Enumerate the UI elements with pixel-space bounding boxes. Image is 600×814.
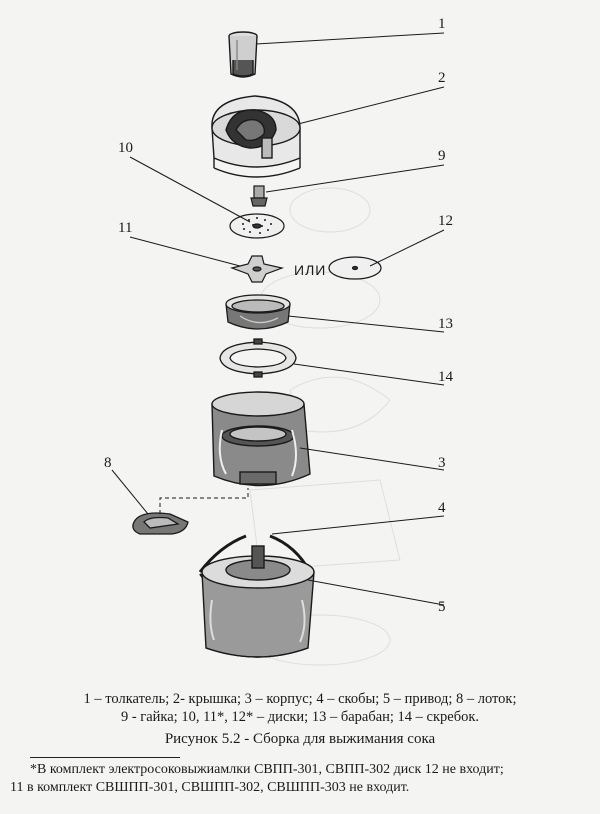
callout-9: 9 [438, 148, 446, 164]
footnote-line-2: 11 в комплект СВШПП-301, СВШПП-302, СВШП… [10, 780, 410, 795]
assembly-exploded-diagram: ИЛИ [104, 16, 454, 666]
part-11-cross-disc [229, 255, 285, 283]
figure-caption: Рисунок 5.2 - Сборка для выжимания сока [164, 731, 436, 747]
part-13-drum [225, 294, 291, 330]
callout-5: 5 [438, 599, 446, 615]
part-9-nut [250, 185, 268, 207]
leader-lines [111, 32, 445, 606]
part-10-grater-disc [229, 213, 285, 239]
part-14-scraper [219, 338, 297, 378]
callout-10: 10 [118, 140, 133, 156]
or-label: ИЛИ [294, 262, 326, 278]
footnote-divider [30, 757, 180, 758]
part-8-tray [132, 512, 189, 535]
part-5-drive [201, 545, 315, 658]
part-3-housing [211, 391, 311, 487]
callout-8: 8 [104, 455, 112, 471]
part-1-pusher [228, 31, 258, 78]
tray-guide-line [159, 488, 249, 514]
callout-14: 14 [438, 369, 454, 385]
part-2-lid [211, 95, 301, 178]
part-12-flat-disc [328, 256, 382, 280]
callout-11: 11 [118, 220, 132, 236]
parts-legend-line-1: 1 – толкатель; 2- крышка; 3 – корпус; 4 … [83, 691, 517, 707]
callout-3: 3 [438, 455, 446, 471]
callout-13: 13 [438, 316, 453, 332]
callout-1: 1 [438, 16, 446, 32]
parts-legend-line-2: 9 - гайка; 10, 11*, 12* – диски; 13 – ба… [120, 709, 480, 725]
callout-2: 2 [438, 70, 446, 86]
callout-12: 12 [438, 213, 453, 229]
footnote-line-1: *В комплект электросоковыжиамлки СВПП-30… [30, 762, 504, 777]
bleed-through [249, 187, 401, 666]
callout-4: 4 [438, 500, 446, 516]
